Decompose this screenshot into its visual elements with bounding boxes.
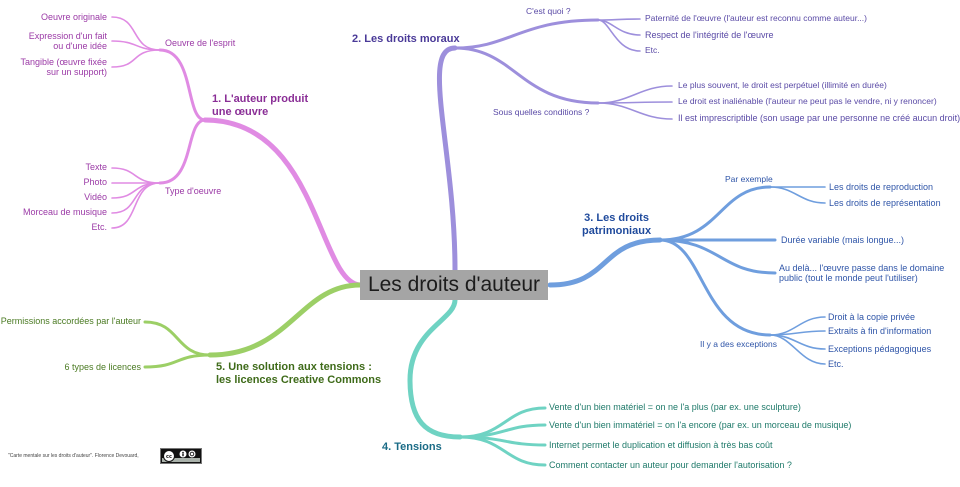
b2-cond-item-2[interactable]: Le droit est inaliénable (l'auteur ne pe… — [678, 96, 937, 106]
connector-central-b3 — [547, 237, 663, 288]
connector-b1-esprit — [158, 48, 207, 122]
connector-b1-type — [158, 118, 207, 185]
credit-text: "Carte mentale sur les droits d'auteur".… — [8, 453, 139, 459]
b3-exc-item-1[interactable]: Droit à la copie privée — [828, 312, 916, 322]
connector-exc-item-4 — [769, 334, 826, 365]
b2-quoi-item-3[interactable]: Etc. — [645, 45, 660, 55]
b2-cond-item-1[interactable]: Le plus souvent, le droit est perpétuel … — [678, 80, 887, 90]
connector-type-item-5 — [111, 182, 161, 229]
b1-esprit-item-1[interactable]: Oeuvre originale — [40, 12, 107, 22]
connector-b5-item-1 — [143, 320, 212, 357]
connector-b4-item-4 — [458, 435, 547, 467]
connector-b2-quoi — [453, 18, 600, 50]
connector-esprit-item-3 — [111, 49, 161, 68]
b1-esprit-item-2[interactable]: Expression d'un fait ou d'une idée — [28, 31, 107, 52]
central-topic[interactable]: Les droits d'auteur — [360, 270, 548, 300]
b1-type-item-3[interactable]: Vidéo — [84, 192, 107, 202]
connector-cond-item-1 — [597, 85, 673, 104]
b3-exemple-item-2[interactable]: Les droits de représentation — [829, 198, 941, 208]
b1-type-item-1[interactable]: Texte — [85, 162, 107, 172]
connector-b2-conditions — [453, 46, 600, 105]
b2-quoi-label[interactable]: C'est quoi ? — [526, 6, 571, 16]
connector-central-b5 — [207, 282, 363, 358]
connector-central-b1 — [202, 117, 363, 288]
connector-type-item-1 — [111, 167, 161, 184]
b1-type-label[interactable]: Type d'oeuvre — [165, 186, 222, 196]
b1-esprit-label[interactable]: Oeuvre de l'esprit — [165, 38, 236, 48]
b2-cond-item-3[interactable]: Il est imprescriptible (son usage par un… — [678, 113, 960, 123]
b3-exemple-item-1[interactable]: Les droits de reproduction — [829, 182, 934, 192]
b4-item-1[interactable]: Vente d'un bien matériel = on ne l'a plu… — [549, 402, 801, 412]
connector-central-b4 — [407, 297, 463, 440]
b3-exceptions-label[interactable]: Il y a des exceptions — [700, 339, 778, 349]
connector-b4-item-2 — [458, 423, 547, 439]
b2-quoi-item-2[interactable]: Respect de l'intégrité de l'œuvre — [645, 30, 774, 40]
connector-exc-item-2 — [769, 330, 826, 336]
connector-central-b2 — [436, 45, 458, 273]
b1-type-item-4[interactable]: Morceau de musique — [22, 207, 107, 217]
b3-exc-item-2[interactable]: Extraits à fin d'information — [828, 326, 932, 336]
b3-exc-item-4[interactable]: Etc. — [828, 359, 844, 369]
b5-item-2[interactable]: 6 types de licences — [64, 362, 141, 372]
connector-quoi-item-1 — [597, 18, 641, 21]
connector-b3-exemple — [658, 185, 772, 242]
branch-1-title[interactable]: 1. L'auteur produit une œuvre — [212, 93, 309, 118]
b1-type-item-2[interactable]: Photo — [83, 177, 107, 187]
branch-4-title[interactable]: 4. Tensions — [382, 441, 442, 453]
b3-audela[interactable]: Au delà... l'œuvre passe dans le domaine… — [779, 263, 945, 284]
b4-item-4[interactable]: Comment contacter un auteur pour demande… — [549, 460, 792, 470]
connector-b5-item-2 — [143, 353, 212, 369]
b3-exc-item-3[interactable]: Exceptions pédagogiques — [828, 344, 932, 354]
b4-item-2[interactable]: Vente d'un bien immatériel = on l'a enco… — [549, 420, 852, 430]
connector-quoi-item-3 — [597, 19, 641, 52]
b3-duree[interactable]: Durée variable (mais longue...) — [781, 235, 905, 245]
connector-cond-item-2 — [597, 101, 673, 104]
cc-license-badge[interactable]: cc — [160, 448, 202, 464]
branch-5-title[interactable]: 5. Une solution aux tensions : les licen… — [216, 361, 382, 386]
b2-quoi-item-1[interactable]: Paternité de l'œuvre (l'auteur est recon… — [645, 13, 867, 23]
connector-b3-audela — [658, 238, 777, 275]
b5-item-1[interactable]: Permissions accordées par l'auteur — [0, 316, 141, 326]
branch-3-title[interactable]: 3. Les droits patrimoniaux — [582, 212, 652, 237]
b1-type-item-5[interactable]: Etc. — [91, 222, 107, 232]
b4-item-3[interactable]: Internet permet le duplication et diffus… — [549, 440, 773, 450]
cc-by-icon: cc — [161, 449, 201, 463]
connector-exemple-item-2 — [769, 186, 826, 204]
connector-cond-item-3 — [597, 102, 673, 120]
svg-text:cc: cc — [166, 454, 172, 460]
branch-2-title[interactable]: 2. Les droits moraux — [352, 33, 460, 45]
b2-conditions-label[interactable]: Sous quelles conditions ? — [493, 107, 590, 117]
b3-exemple-label[interactable]: Par exemple — [725, 174, 773, 184]
b1-esprit-item-3[interactable]: Tangible (œuvre fixée sur un support) — [20, 57, 107, 78]
connector-b3-exceptions — [658, 238, 772, 337]
